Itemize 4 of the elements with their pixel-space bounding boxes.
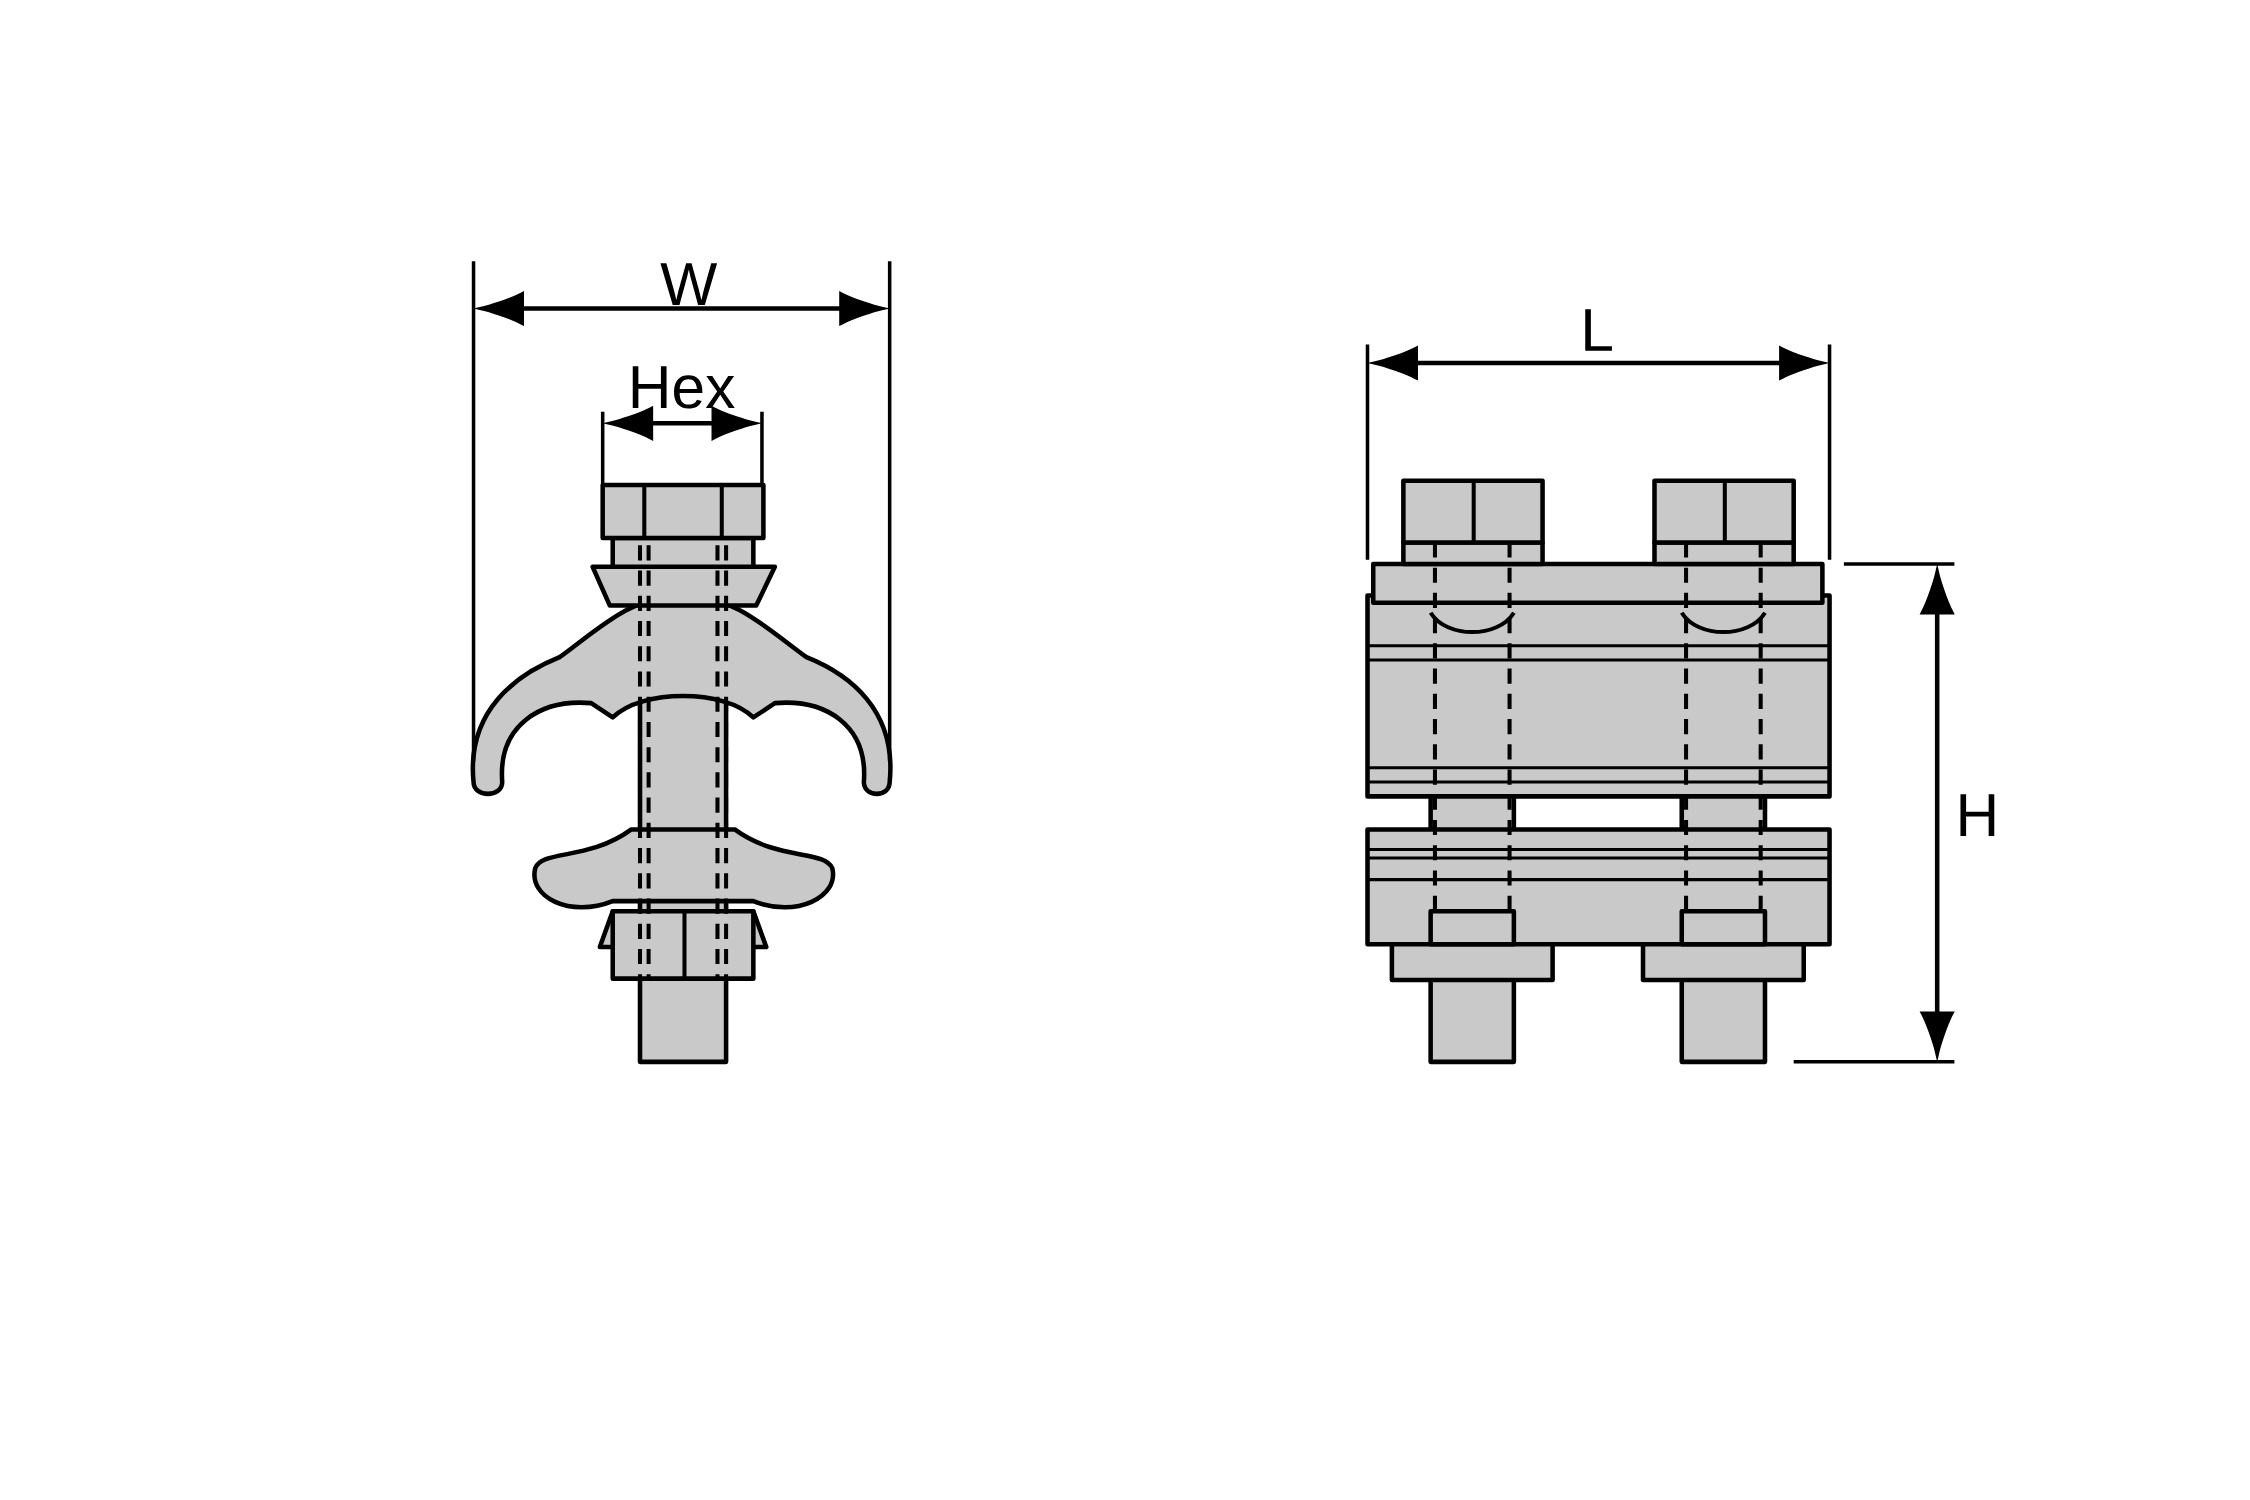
dimension-label: H bbox=[1960, 794, 1995, 837]
dimension-label: W bbox=[660, 263, 718, 306]
dimension-label: L bbox=[1585, 309, 1612, 352]
dimension-label: Hex bbox=[632, 366, 735, 409]
